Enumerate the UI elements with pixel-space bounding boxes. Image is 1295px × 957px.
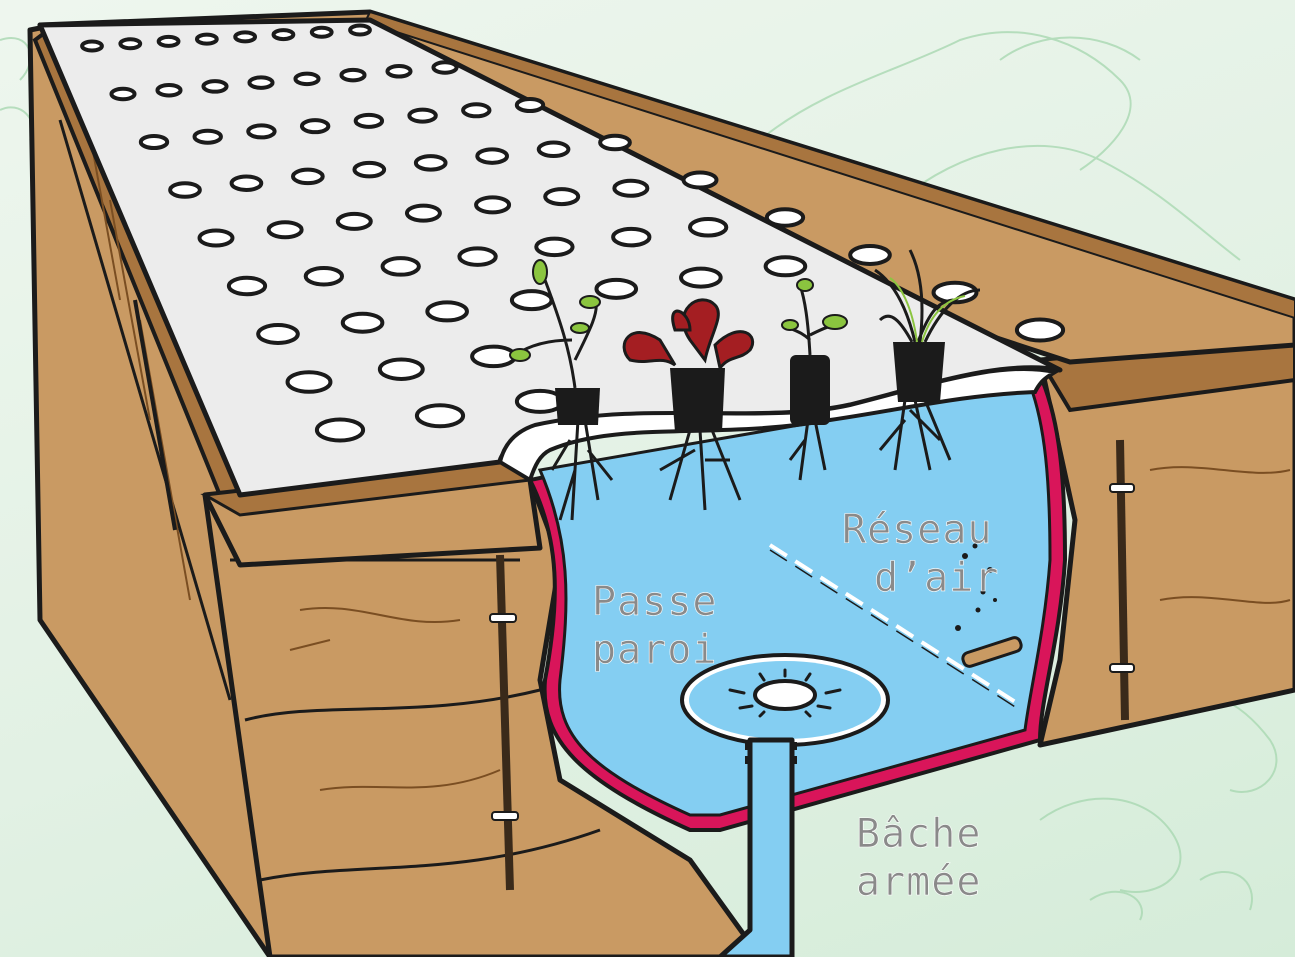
raft-hole [335, 211, 373, 231]
raft-hole [931, 280, 979, 305]
raft-hole [385, 64, 413, 79]
raft-hole [138, 134, 170, 150]
raft-hole [155, 82, 183, 98]
raft-holes [80, 23, 1066, 443]
raft-hole [229, 174, 264, 192]
label-reseau-air-line1: Réseau [842, 507, 993, 554]
raft-hole [201, 79, 229, 94]
raft-hole [247, 75, 275, 90]
label-bache-armee-line1: Bâche [856, 811, 982, 858]
label-passe-paroi-line2: paroi [592, 627, 718, 674]
raft-hole [377, 357, 425, 381]
raft-hole [474, 195, 512, 215]
bulkhead-fitting [680, 653, 890, 747]
label-bache-armee: Bâche armée [856, 810, 981, 906]
raft-hole [612, 178, 650, 198]
right-wall [1036, 332, 1295, 748]
raft-hole [348, 23, 372, 37]
raft-hole [352, 160, 387, 179]
raft-hole [543, 187, 581, 207]
raft-hole [80, 39, 104, 53]
raft-hole [414, 403, 466, 429]
raft-hole [168, 181, 202, 199]
raft-hole [534, 236, 575, 258]
plant-seedling [781, 278, 848, 481]
plant-basil [509, 259, 614, 521]
water-tank [527, 372, 1068, 832]
raft-hole [309, 25, 334, 39]
raft-hole [1014, 317, 1066, 343]
raft-hole [764, 207, 806, 228]
raft-hole [594, 277, 639, 300]
raft-hole [536, 140, 571, 159]
raft-hole [246, 123, 277, 140]
raft-hole [194, 32, 219, 46]
air-bubbles [955, 543, 997, 631]
raft-hole [681, 170, 719, 190]
raft-hole [475, 147, 509, 165]
raft-hole [293, 71, 321, 87]
raft-hole [404, 203, 442, 223]
raft-hole [303, 265, 345, 287]
raft-hole [156, 34, 181, 48]
raft-hole [291, 167, 325, 186]
raft-hole [611, 226, 652, 248]
raft-hole [763, 255, 808, 278]
label-passe-paroi-line1: Passe [592, 579, 718, 626]
raft-hole [353, 112, 385, 129]
raft-hole [509, 289, 554, 312]
raft-hole [425, 300, 469, 323]
drain-pipe [717, 737, 797, 957]
plants [509, 249, 981, 521]
raft-hole [470, 344, 518, 369]
raft-hole [339, 67, 367, 83]
raft-hole [118, 37, 143, 51]
raft-hole [687, 217, 729, 238]
raft-hole [256, 323, 300, 345]
raft-hole [226, 275, 268, 297]
raft-hole [299, 118, 331, 135]
raft-hole [192, 128, 223, 145]
raft-hole [266, 220, 304, 240]
label-passe-paroi: Passe paroi [592, 578, 717, 674]
plant-red-lettuce [622, 298, 754, 511]
raft-hole [598, 133, 632, 152]
raft-hole [848, 244, 892, 266]
raft-hole [407, 107, 438, 124]
raft-hole [431, 60, 459, 75]
raft-hole [380, 256, 421, 277]
label-reseau-air-line2: d’air [874, 555, 1000, 602]
label-reseau-air: Réseau d’air [842, 506, 999, 602]
plant-grass [874, 249, 981, 471]
raft-hole [679, 266, 723, 289]
raft-hole [197, 228, 235, 248]
raft-hole [285, 370, 333, 394]
raft-hole [271, 28, 296, 42]
raft-hole [457, 246, 498, 267]
air-stone [961, 636, 1023, 668]
label-bache-armee-line2: armée [856, 859, 982, 906]
raft-hole [413, 154, 448, 172]
raft-hole [109, 86, 137, 102]
raft-hole [233, 30, 258, 44]
raft-hole [314, 417, 366, 443]
raft-hole [461, 102, 492, 119]
raft-hole [340, 311, 385, 334]
raft-hole [514, 97, 546, 113]
